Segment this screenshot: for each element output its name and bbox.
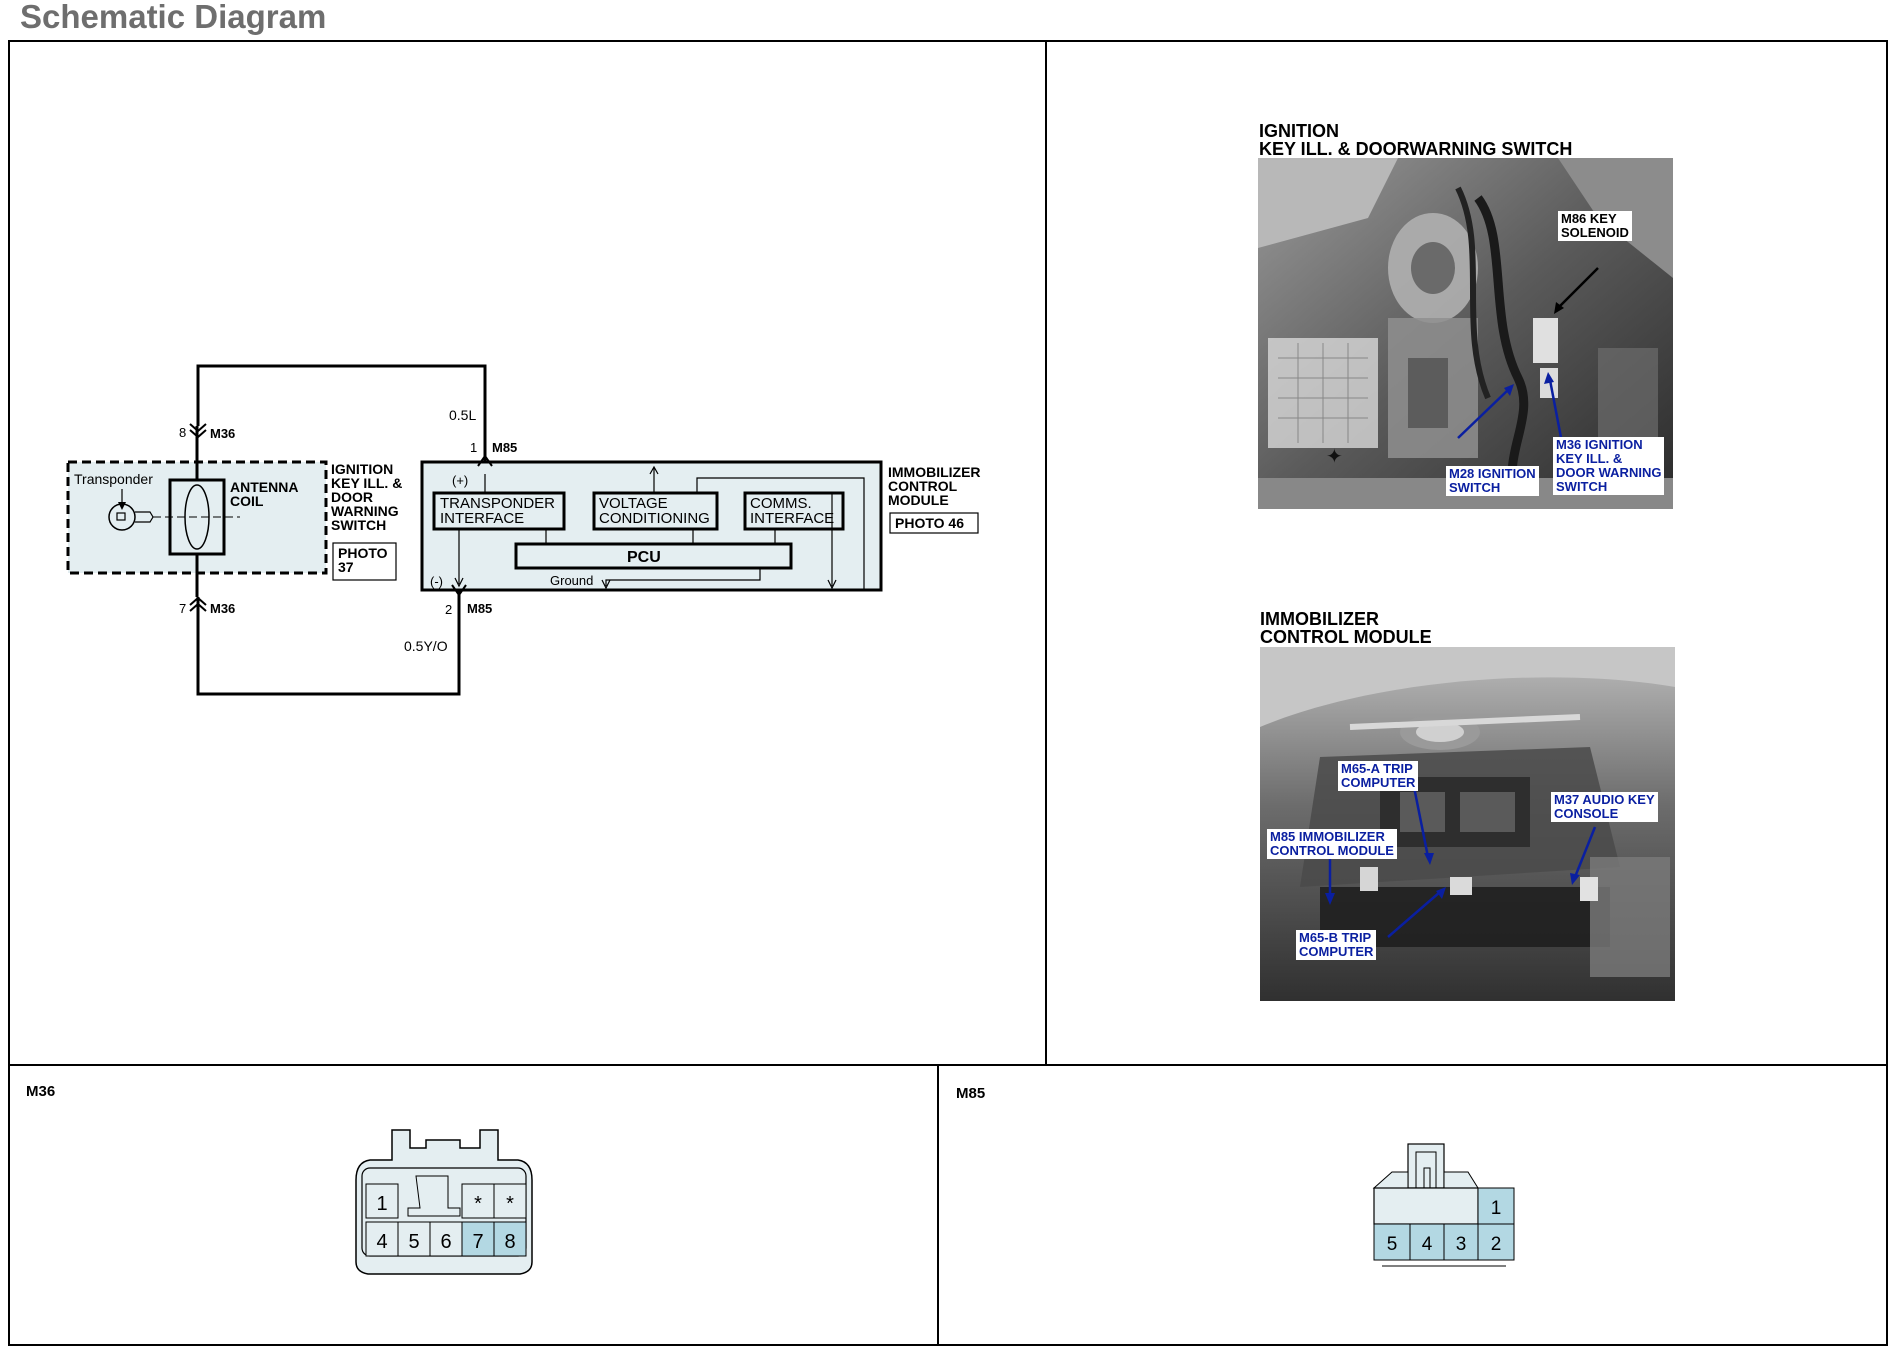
pcu-block: [514, 542, 793, 570]
callout-trip-computer-a: M65-A TRIP COMPUTER: [1338, 761, 1419, 791]
transponder-interface-block: [432, 491, 566, 531]
m36-pin: 1: [376, 1193, 387, 1215]
schematic: [66, 364, 979, 696]
m85-pin: 5: [1387, 1234, 1398, 1255]
photo-37-box: [332, 542, 397, 581]
wire-label-top: 0.5L: [449, 407, 476, 423]
wire-0-5YO: [196, 590, 461, 696]
minus-marker: (-): [430, 574, 443, 589]
callout-key-solenoid: M86 KEY SOLENOID: [1558, 211, 1632, 241]
m36-pin: 6: [440, 1231, 451, 1253]
comms-interface-block: [743, 491, 845, 531]
pcu-label: PCU: [627, 549, 661, 566]
m85-connector-title: M85: [956, 1085, 985, 1102]
svg-text:✦: ✦: [1326, 444, 1343, 468]
m36-pin: 5: [408, 1231, 419, 1253]
m85-pin: 1: [1491, 1198, 1502, 1219]
m36-top-pin: 8: [179, 425, 186, 440]
m85-top-conn: M85: [492, 440, 517, 455]
module-photo-ref: PHOTO 46: [895, 515, 964, 531]
m36-connector: 1 * * 4 5 6 7 8: [355, 1129, 533, 1275]
voltage-conditioning-block: [592, 491, 719, 531]
photo-46-box: [889, 512, 979, 534]
callout-trip-computer-b: M65-B TRIP COMPUTER: [1296, 930, 1377, 960]
callout-immobilizer-module: M85 IMMOBILIZER CONTROL MODULE: [1267, 829, 1397, 859]
wire-0-5L: [196, 364, 487, 462]
wire-label-bottom: 0.5Y/O: [404, 638, 448, 654]
m36-bottom-pin: 7: [179, 601, 186, 616]
ground-label: Ground: [550, 573, 593, 588]
m85-pin: 4: [1422, 1234, 1433, 1255]
m85-bottom-pin: 2: [445, 602, 452, 617]
m36-pin: 4: [376, 1231, 387, 1253]
m36-pin: 7: [472, 1231, 483, 1253]
switch-photo-ref: PHOTO 37: [338, 545, 391, 575]
callout-ignition-switch: M28 IGNITION SWITCH: [1446, 466, 1539, 496]
plus-marker: (+): [452, 473, 468, 488]
m36-pin: 8: [504, 1231, 515, 1253]
page-title: Schematic Diagram: [20, 0, 327, 35]
callout-audio-key-console: M37 AUDIO KEY CONSOLE: [1551, 792, 1658, 822]
comms-interface-label: COMMS.INTERFACE: [750, 495, 834, 527]
m36-top-conn: M36: [210, 426, 235, 441]
diagram-frame: [8, 40, 1888, 1346]
ignition-switch-photo: ✦ M86 KEY SOLENOID M28 IGNITION SWITCH M…: [1258, 158, 1673, 509]
m85-pin: 2: [1491, 1234, 1502, 1255]
callout-key-ill-switch: M36 IGNITION KEY ILL. & DOOR WARNING SWI…: [1553, 437, 1665, 495]
m36-connector-title: M36: [26, 1083, 55, 1100]
photo2-heading: IMMOBILIZER CONTROL MODULE: [1260, 609, 1432, 647]
photo1-heading: IGNITION KEY ILL. & DOORWARNING SWITCH: [1259, 121, 1573, 159]
transponder-label: Transponder: [74, 471, 153, 487]
m85-pin: 3: [1456, 1234, 1467, 1255]
immobilizer-module-photo: M65-A TRIP COMPUTER M37 AUDIO KEY CONSOL…: [1260, 647, 1675, 1001]
m36-pin: *: [474, 1193, 482, 1215]
m36-pin: *: [506, 1193, 514, 1215]
m85-top-pin: 1: [470, 440, 477, 455]
m36-bottom-conn: M36: [210, 601, 235, 616]
m85-connector: 1 5 4 3 2: [1372, 1143, 1515, 1267]
m85-bottom-conn: M85: [467, 601, 492, 616]
